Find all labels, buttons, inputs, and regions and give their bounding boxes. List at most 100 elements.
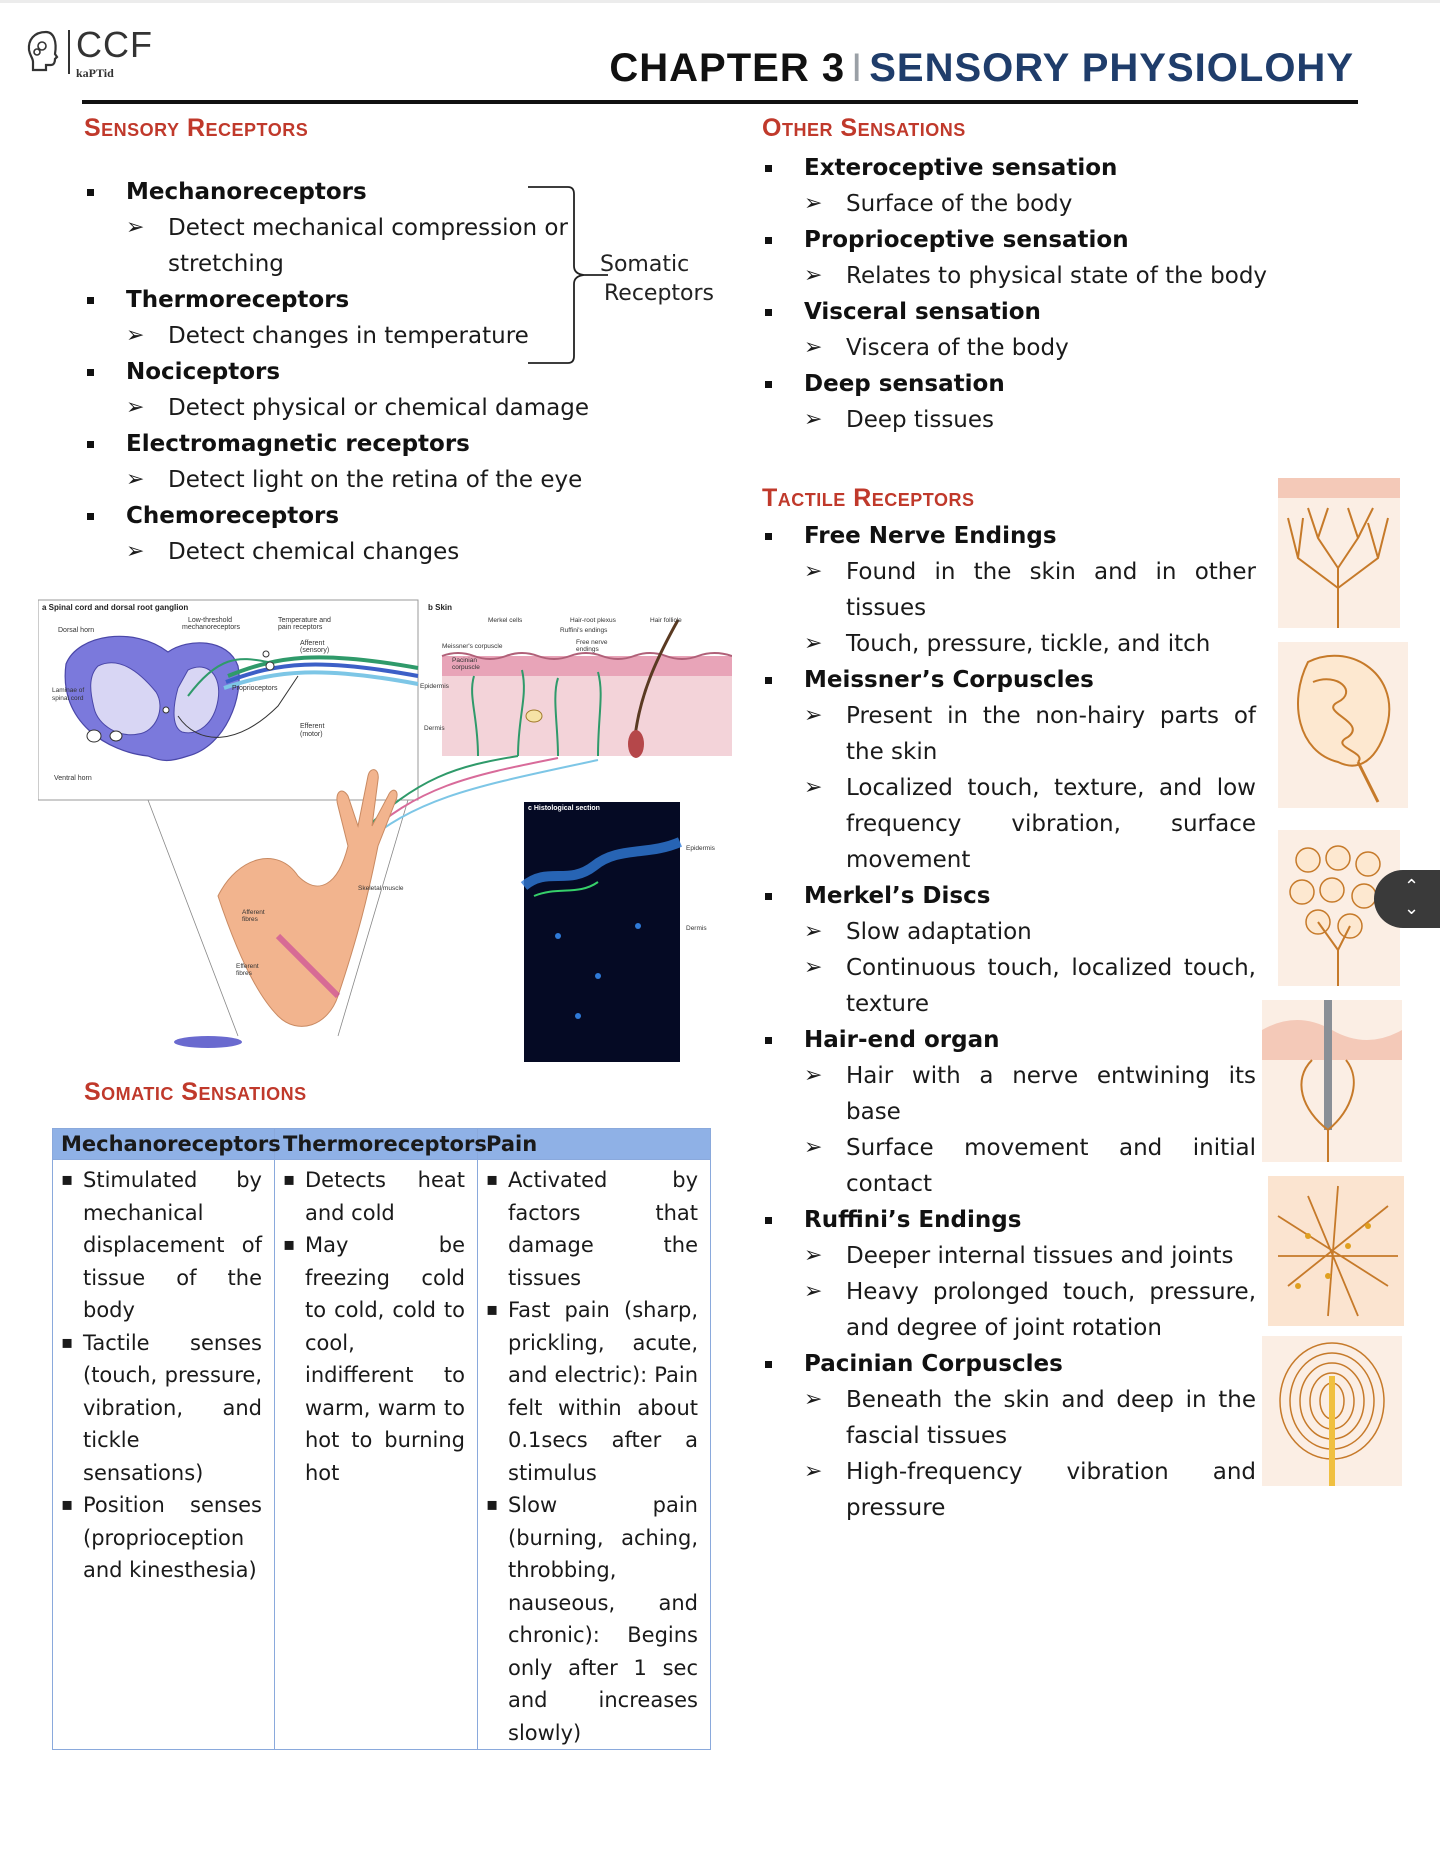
tactile-receptors-heading: Tactile Receptors: [762, 484, 975, 512]
label-dorsal-horn: Dorsal horn: [58, 627, 94, 634]
sensory-pathway-diagram: a Spinal cord and dorsal root ganglion D…: [38, 599, 732, 1062]
thermo-cell: Detects heat and cold May be freezing co…: [274, 1159, 478, 1750]
sensation-item: Deep sensation: [762, 366, 1282, 402]
somatic-label-line2: Receptors: [604, 281, 715, 306]
label-afferent-fibres-1: Afferent: [242, 909, 265, 916]
receptor-detail: Detect light on the retina of the eye: [84, 462, 604, 498]
efferent-path: [177, 675, 299, 738]
tactile-detail: High-frequency vibration and pressure: [762, 1454, 1256, 1526]
label-free-nerve-1: Free nerve: [576, 639, 608, 646]
label-ruffini: Ruffini's endings: [560, 627, 608, 634]
histology-nucleus: [555, 933, 561, 939]
table-row: Stimulated by mechanical displacement of…: [52, 1159, 711, 1750]
label-laminae-1: Laminae of: [52, 687, 84, 694]
sensation-detail: Surface of the body: [762, 186, 1282, 222]
tactile-item: Pacinian Corpuscles: [762, 1346, 1256, 1382]
label-dermis: Dermis: [424, 725, 445, 732]
label-hair-plexus: Hair-root plexus: [570, 617, 617, 624]
receptor-item: Chemoreceptors: [84, 498, 604, 534]
head-silhouette-icon: [27, 30, 59, 72]
tactile-detail: Found in the skin and in other tissues: [762, 554, 1256, 626]
histology-nucleus: [575, 1013, 581, 1019]
somatic-sensations-table: Mechanoreceptors Thermoreceptors Pain St…: [52, 1128, 711, 1750]
afferent-path: [187, 658, 269, 697]
label-efferent-fibres-2: fibres: [236, 970, 253, 977]
header-rule: [82, 100, 1358, 104]
skin-nerve: [471, 675, 479, 757]
somatic-receptors-label: Somatic Receptors: [600, 250, 714, 308]
receptor-detail: Detect mechanical compression or stretch…: [84, 210, 604, 282]
other-sensations-heading: Other Sensations: [762, 114, 966, 142]
label-proprioceptors: Proprioceptors: [232, 685, 278, 692]
receptor-detail: Detect physical or chemical damage: [84, 390, 604, 426]
title-separator: I: [851, 46, 864, 90]
mechano-cell: Stimulated by mechanical displacement of…: [52, 1159, 275, 1750]
skin-nerve: [597, 671, 602, 757]
table-bullet: Slow pain (burning, aching, throbbing, n…: [486, 1489, 698, 1749]
grey-matter-left: [90, 662, 161, 736]
histology-nerve: [533, 881, 599, 897]
pacinian-corpuscle-image: [1262, 1336, 1402, 1486]
label-temperature-2: pain receptors: [278, 624, 323, 631]
label-efferent-1: Efferent: [300, 723, 324, 730]
receptor-item: Mechanoreceptors: [84, 174, 604, 210]
sensory-pathway-figure: a Spinal cord and dorsal root ganglion D…: [38, 596, 732, 1062]
label-free-nerve-2: endings: [576, 646, 600, 653]
somatic-label-line1: Somatic: [600, 252, 690, 277]
zoom-lines: [147, 799, 409, 1037]
pacinian-corpuscle-shape: [525, 709, 543, 723]
label-afferent-2: (sensory): [300, 647, 329, 654]
nerve-bundle-blue: [225, 662, 419, 684]
ganglion-cell: [265, 661, 275, 671]
label-meissner: Meissner's corpuscle: [442, 643, 503, 650]
histology-nucleus: [635, 923, 641, 929]
pain-cell: Activated by factors that damage the tis…: [477, 1159, 711, 1750]
tactile-item: Free Nerve Endings: [762, 518, 1256, 554]
label-pacinian-1: Pacinian: [452, 657, 477, 664]
meissner-corpuscle-image: [1278, 642, 1408, 808]
tactile-detail: Continuous touch, localized touch, textu…: [762, 950, 1256, 1022]
tactile-item: Hair-end organ: [762, 1022, 1256, 1058]
nerve-bundle-cyan: [223, 670, 419, 690]
column-header: Mechanoreceptors: [52, 1128, 281, 1160]
dermis-layer: [442, 676, 732, 756]
tactile-item: Meissner’s Corpuscles: [762, 662, 1256, 698]
tactile-detail: Heavy prolonged touch, pressure, and deg…: [762, 1274, 1256, 1346]
sensation-item: Exteroceptive sensation: [762, 150, 1282, 186]
somatic-bracket: [528, 186, 608, 364]
tactile-item: Merkel’s Discs: [762, 878, 1256, 914]
label-skeletal-muscle: Skeletal muscle: [358, 885, 404, 892]
tactile-detail: Deeper internal tissues and joints: [762, 1238, 1256, 1274]
receptor-item: Thermoreceptors: [84, 282, 604, 318]
logo-subtext: kaPTid: [76, 66, 114, 80]
label-efferent-2: (motor): [300, 731, 323, 738]
table-header-row: Mechanoreceptors Thermoreceptors Pain: [52, 1128, 711, 1160]
ruffini-endings-image: [1268, 1176, 1404, 1326]
table-bullet: Stimulated by mechanical displacement of…: [61, 1164, 262, 1327]
chevron-up-icon: ⌃: [1404, 876, 1420, 897]
receptor-detail: Detect changes in temperature: [84, 318, 604, 354]
tactile-detail: Surface movement and initial contact: [762, 1130, 1256, 1202]
somatic-sensations-heading: Somatic Sensations: [84, 1078, 307, 1106]
top-border: [0, 0, 1440, 3]
label-laminae-2: spinal cord: [52, 695, 84, 702]
lamina-vii: [109, 730, 123, 742]
table-bullet: Tactile senses (touch, pressure, vibrati…: [61, 1327, 262, 1490]
histology-nucleus: [595, 973, 601, 979]
nerve-bundle-green: [227, 655, 419, 678]
epidermis-layer: [442, 656, 732, 676]
column-header: Pain: [477, 1128, 711, 1160]
sensory-receptors-list: Mechanoreceptors Detect mechanical compr…: [84, 174, 604, 570]
scroll-toggle-button[interactable]: ⌃ ⌄: [1374, 870, 1440, 928]
table-bullet: Detects heat and cold: [283, 1164, 465, 1229]
receptor-item: Electromagnetic receptors: [84, 426, 604, 462]
label-low-threshold-2: mechanoreceptors: [182, 624, 240, 631]
chapter-label: CHAPTER 3: [609, 46, 846, 90]
column-header: Thermoreceptors: [274, 1128, 487, 1160]
table-bullet: Fast pain (sharp, prickling, acute, and …: [486, 1294, 698, 1489]
panel-b-title: b Skin: [428, 603, 452, 612]
skin-nerve: [554, 677, 559, 757]
label-afferent-1: Afferent: [300, 640, 324, 647]
chapter-title: SENSORY PHYSIOLOHY: [869, 46, 1354, 90]
